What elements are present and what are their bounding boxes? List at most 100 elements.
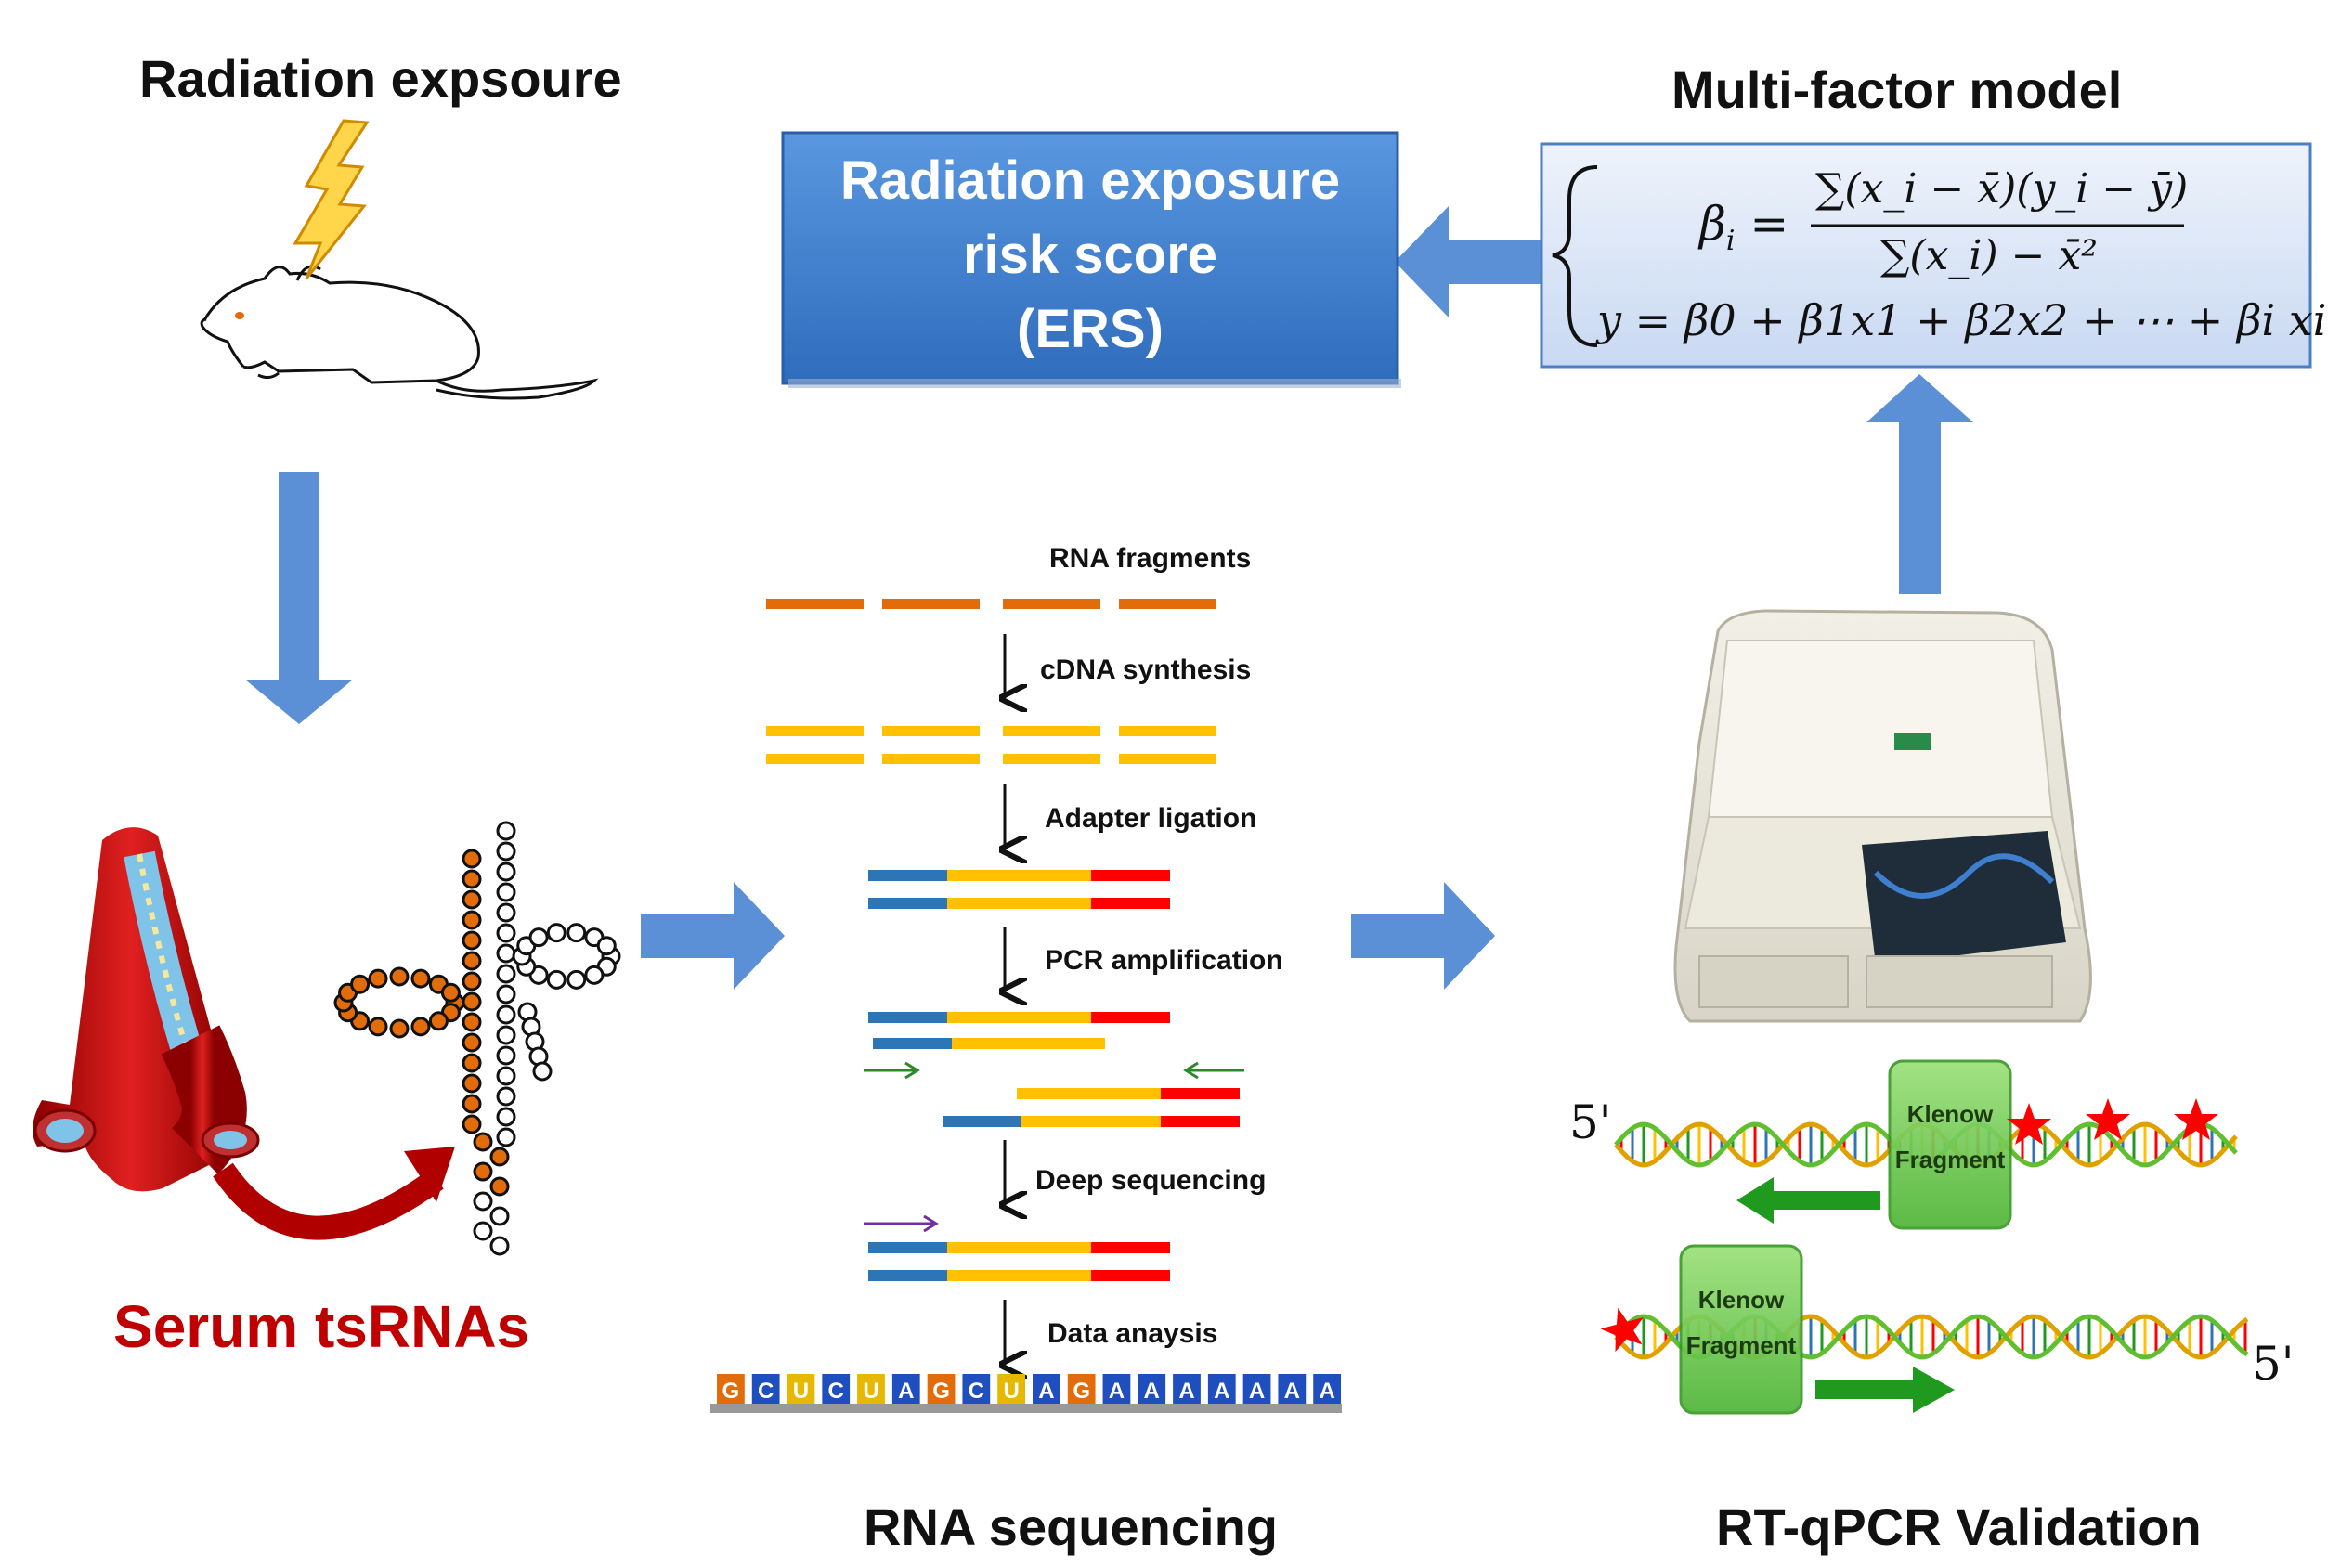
arrow-right-1 (641, 882, 785, 990)
sequence-letter-box (1207, 1374, 1236, 1404)
trna-nucleotide (584, 965, 605, 985)
trna-nucleotide (496, 841, 516, 862)
arrow-left (1395, 206, 1541, 317)
trna-nucleotide (462, 971, 482, 991)
adapter-ligated (868, 870, 1170, 909)
sequence-letter: C (758, 1379, 774, 1404)
ers-line-1: Radiation exposure (839, 150, 1341, 211)
sequence-letter-box (962, 1374, 991, 1404)
trna-nucleotide (473, 1221, 493, 1241)
sequence-letter: A (1249, 1379, 1265, 1404)
sequence-letter: A (898, 1379, 914, 1404)
sequence-letter: C (969, 1379, 984, 1404)
trna-nucleotide (462, 991, 482, 1012)
step-adapter-ligation: Adapter ligation (1045, 803, 1257, 834)
formula-denominator: ∑(x_i) − x̄² (1880, 232, 2098, 279)
star-icons (1600, 1098, 2218, 1353)
trna-nucleotide (462, 1053, 482, 1073)
trna-nucleotide (566, 923, 587, 943)
sequence-letter-box (1278, 1374, 1307, 1404)
trna-nucleotide (350, 974, 371, 994)
trna-nucleotide (473, 1161, 493, 1182)
trna-nucleotide (368, 1017, 388, 1037)
sequence-letter-box (751, 1374, 780, 1404)
trna-nucleotide (428, 1011, 449, 1031)
sequence-letter-box (1067, 1374, 1096, 1404)
pcr-products (864, 1012, 1244, 1127)
lightning-icon (293, 119, 370, 279)
ers-line-3: (ERS) (1017, 299, 1164, 359)
sequence-letter: U (793, 1379, 809, 1404)
trna-nucleotide (462, 930, 482, 951)
trna-nucleotide (410, 1017, 431, 1037)
trna-nucleotide (489, 1206, 510, 1226)
sequence-letter-box (822, 1374, 851, 1404)
trna-nucleotide (462, 1073, 482, 1094)
sequence-letter-box (997, 1374, 1025, 1404)
trna-nucleotide (496, 943, 516, 964)
mouse-icon (200, 265, 599, 400)
sequencing-reads (864, 1214, 1170, 1281)
trna-nucleotide (496, 821, 516, 841)
trna-nucleotide (368, 968, 388, 989)
sequence-letter-box (857, 1374, 885, 1404)
title-model: Multi-factor model (1671, 60, 2123, 119)
trna-nucleotide (462, 889, 482, 910)
trna-nucleotide (462, 869, 482, 889)
sequence-letter-box (1033, 1374, 1060, 1404)
sequence-letter: C (828, 1379, 844, 1404)
sequence-letter-box (717, 1374, 745, 1404)
trna-nucleotide (496, 862, 516, 882)
sequence-baseline (710, 1404, 1342, 1413)
trna-nucleotide (496, 902, 516, 923)
title-qpcr: RT-qPCR Validation (1716, 1497, 2202, 1556)
sequence-letter: A (1178, 1379, 1194, 1404)
sequence-letter: G (1073, 1379, 1090, 1404)
sequence-letter-box (891, 1374, 920, 1404)
trna-nucleotide (473, 1132, 493, 1152)
trna-nucleotide (528, 927, 549, 948)
sequence-letter: A (1319, 1379, 1334, 1404)
trna-nucleotide (489, 1236, 510, 1256)
sequence-letter-box (1138, 1374, 1166, 1404)
trna-nucleotide (532, 1061, 553, 1082)
sequence-letter-box (1102, 1374, 1131, 1404)
sequence-letter: U (863, 1379, 878, 1404)
trna-nucleotide (462, 1094, 482, 1114)
trna-nucleotide (546, 969, 566, 990)
sequence-letter-box (1173, 1374, 1201, 1404)
trna-nucleotide (496, 964, 516, 984)
trna-nucleotide (566, 969, 587, 990)
trna-nucleotide (462, 849, 482, 869)
sequence-letter: A (1038, 1379, 1054, 1404)
arrow-right-2 (1351, 882, 1495, 990)
step-pcr-amplification: PCR amplification (1045, 945, 1283, 976)
sequence-letter-box (1242, 1374, 1271, 1404)
trna-nucleotide (496, 1004, 516, 1025)
arrow-down (245, 472, 353, 724)
trna-nucleotide (410, 968, 431, 989)
green-arrow-left (1736, 1177, 1880, 1224)
trna-nucleotide (496, 1066, 516, 1086)
sequence-letter-box (787, 1374, 815, 1404)
blood-vessel-icon (33, 827, 260, 1192)
trna-nucleotide (489, 1176, 510, 1197)
sequence-letter: G (932, 1379, 950, 1404)
sequence-letter: A (1144, 1379, 1160, 1404)
trna-nucleotide (546, 923, 566, 943)
trna-nucleotide (496, 1045, 516, 1066)
trna-nucleotide (473, 1191, 493, 1212)
trna-nucleotide (496, 923, 516, 943)
prime-label-bottom: 5' (2252, 1337, 2295, 1391)
rna-fragments (766, 599, 1216, 609)
trna-nucleotide (496, 1086, 516, 1107)
trna-nucleotide (496, 984, 516, 1004)
qpcr-machine-icon (1673, 609, 2092, 1023)
title-rnaseq: RNA sequencing (864, 1497, 1278, 1556)
klenow-label-bottom: Klenow Fragment (1685, 1286, 1797, 1359)
trna-nucleotide (496, 1127, 516, 1147)
trna-nucleotide (462, 910, 482, 930)
sequence-letter: A (1214, 1379, 1229, 1404)
